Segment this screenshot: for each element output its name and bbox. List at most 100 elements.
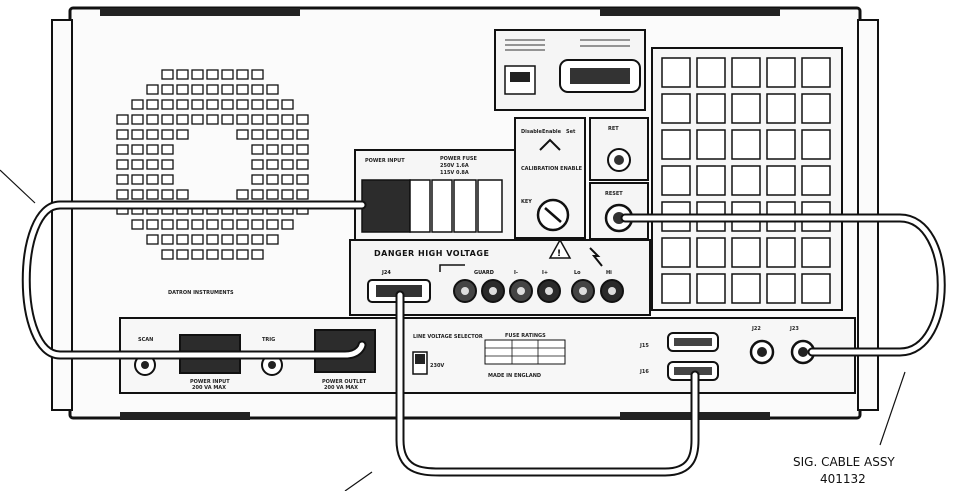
- fan-grille-cell: [131, 99, 144, 110]
- fan-grille-cell: [176, 219, 189, 230]
- fan-grille-cell: [176, 249, 189, 260]
- fan-grille-cell: [281, 129, 294, 140]
- fan-grille-cell: [206, 99, 219, 110]
- fan-grille-cell: [221, 99, 234, 110]
- fan-grille-cell: [296, 114, 309, 125]
- vent-cell: [731, 57, 761, 88]
- fan-grille-cell: [191, 234, 204, 245]
- fuse-rating-label: 250V 1.6A: [440, 163, 469, 169]
- fan-grille-cell: [146, 144, 159, 155]
- vent-cell: [801, 93, 831, 124]
- fan-grille-cell: [176, 84, 189, 95]
- power-fuse-label: POWER FUSE: [440, 156, 478, 162]
- vent-cell: [766, 165, 796, 196]
- fan-grille-cell: [251, 69, 264, 80]
- fuse-holder-4[interactable]: [477, 179, 503, 233]
- fan-grille-cell: [266, 129, 279, 140]
- vent-cell: [661, 93, 691, 124]
- fan-grille-cell: [131, 174, 144, 185]
- fan-grille-cell: [266, 84, 279, 95]
- vent-cell: [801, 237, 831, 268]
- fan-grille-cell: [191, 114, 204, 125]
- fan-grille-cell: [221, 114, 234, 125]
- sig-cable-leader: [879, 371, 906, 446]
- bnc-panel: RESET: [589, 182, 649, 240]
- vent-cell: [696, 237, 726, 268]
- fan-grille-cell: [131, 159, 144, 170]
- fan-grille-cell: [116, 159, 129, 170]
- fan-grille-cell: [236, 129, 249, 140]
- vent-cell: [661, 57, 691, 88]
- fan-grille-cell: [161, 249, 174, 260]
- lightning-icon: [589, 247, 603, 267]
- fan-grille-cell: [161, 84, 174, 95]
- fan-grille-cell: [191, 69, 204, 80]
- hv-terminal-label: I+: [542, 270, 548, 276]
- hv-terminal-label: Lo: [574, 270, 581, 276]
- fuse-holder-2[interactable]: [431, 179, 453, 233]
- fan-grille-cell: [161, 114, 174, 125]
- j15-label: J15: [639, 343, 649, 349]
- fan-grille-cell: [251, 99, 264, 110]
- danger-high-voltage-label: DANGER HIGH VOLTAGE: [374, 249, 489, 258]
- fan-grille-cell: [251, 144, 264, 155]
- fan-grille-cell: [161, 129, 174, 140]
- interface-connector-block: [494, 29, 646, 111]
- fan-grille-cell: [281, 144, 294, 155]
- vent-cell: [661, 165, 691, 196]
- vent-cell: [731, 129, 761, 160]
- fan-grille-cell: [266, 114, 279, 125]
- fan-grille-cell: [236, 99, 249, 110]
- fuse-holder-3[interactable]: [453, 179, 477, 233]
- fan-grille-cell: [251, 219, 264, 230]
- calibration-enable-label: CALIBRATION ENABLE: [521, 166, 583, 172]
- brand-label: DATRON INSTRUMENTS: [168, 290, 234, 296]
- fan-grille-cell: [251, 114, 264, 125]
- fan-grille-cell: [236, 249, 249, 260]
- fan-grille-cell: [266, 174, 279, 185]
- sig-cable-callout-line1: SIG. CABLE ASSY: [793, 455, 895, 469]
- mains-outlet-label: POWER OUTLET: [322, 379, 367, 385]
- fan-grille-cell: [161, 234, 174, 245]
- vent-cell: [766, 237, 796, 268]
- calibration-enable-panel: Disable Enable Set CALIBRATION ENABLE KE…: [514, 117, 586, 239]
- made-in-label: MADE IN ENGLAND: [488, 373, 541, 379]
- cal-disable-label: Disable: [521, 129, 543, 135]
- fan-grille-cell: [251, 234, 264, 245]
- vent-cell: [696, 129, 726, 160]
- fan-grille-cell: [236, 189, 249, 200]
- warning-triangle-icon: [548, 238, 572, 259]
- fan-grille-cell: [116, 114, 129, 125]
- fan-grille-cell: [221, 69, 234, 80]
- mains-input-label: POWER INPUT: [190, 379, 230, 385]
- fan-grille-cell: [161, 144, 174, 155]
- hv-terminal-post: [461, 287, 469, 295]
- reset-label: RESET: [605, 191, 623, 197]
- fan-grille-cell: [266, 99, 279, 110]
- hv-terminal-post: [579, 287, 587, 295]
- fan-grille-cell: [206, 114, 219, 125]
- trig-label: TRIG: [262, 337, 275, 343]
- fan-grille-cell: [176, 99, 189, 110]
- fan-grille-cell: [251, 84, 264, 95]
- fan-grille-cell: [206, 249, 219, 260]
- fan-grille-cell: [251, 249, 264, 260]
- hv-connector-label: J24: [381, 270, 391, 276]
- hv-terminal-post: [608, 287, 616, 295]
- fan-grille-cell: [236, 69, 249, 80]
- fuse-holder-1[interactable]: [409, 179, 431, 233]
- key-label: KEY: [521, 199, 532, 205]
- hv-terminal-label: GUARD: [474, 270, 494, 276]
- fan-grille-cell: [161, 174, 174, 185]
- link-cable: [344, 290, 700, 492]
- power-inlet-socket[interactable]: [361, 179, 411, 233]
- mains-input-sub: 200 VA MAX: [192, 385, 226, 391]
- fan-grille-cell: [251, 174, 264, 185]
- fan-grille-cell: [116, 174, 129, 185]
- svg-text:!: !: [557, 249, 561, 259]
- fan-grille-cell: [251, 129, 264, 140]
- fan-grille-cell: [296, 159, 309, 170]
- fan-grille-cell: [176, 129, 189, 140]
- fan-grille-cell: [191, 219, 204, 230]
